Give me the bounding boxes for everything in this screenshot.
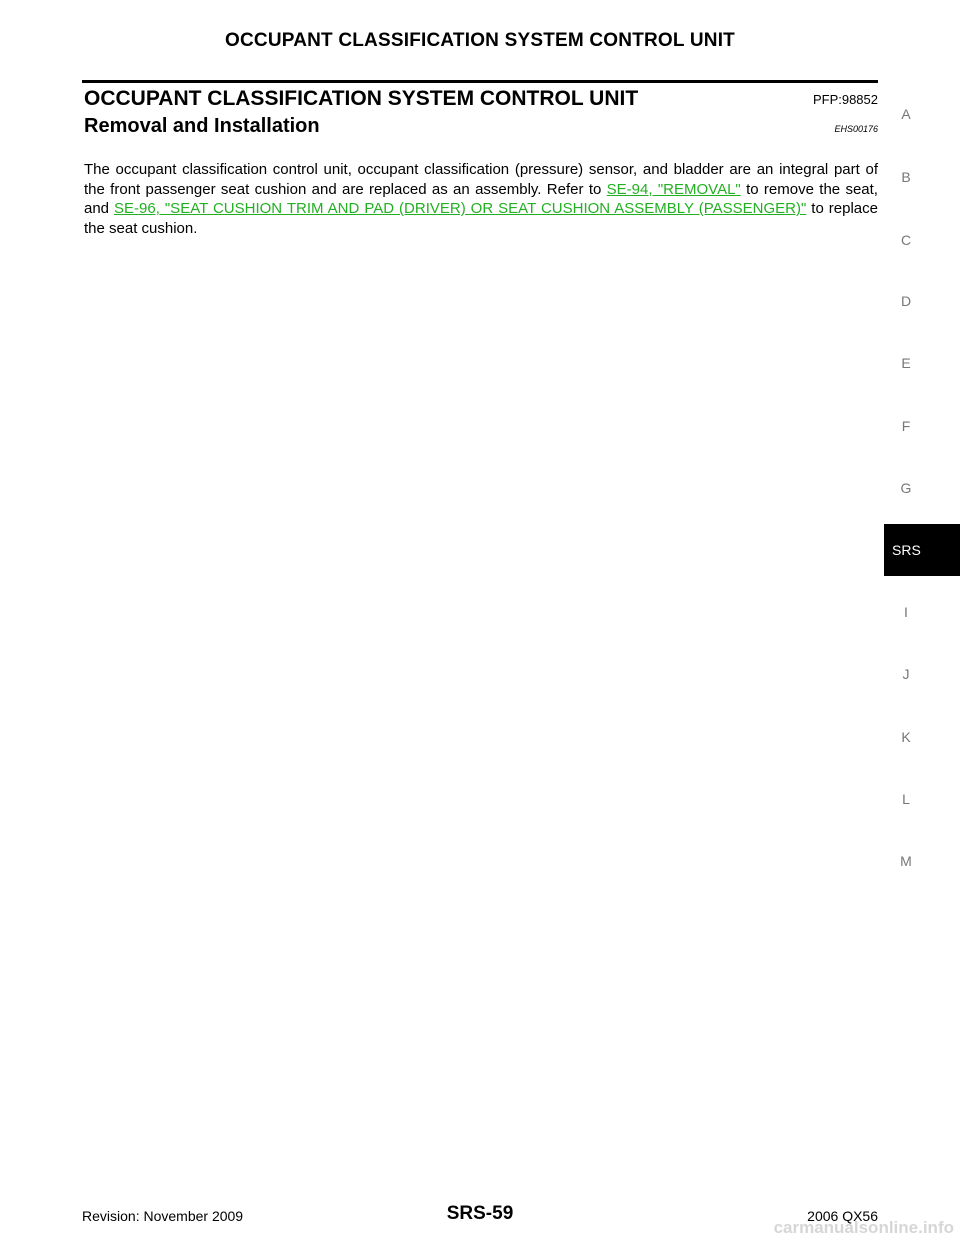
index-letter-e[interactable]: E (901, 355, 911, 371)
link-se-94-removal[interactable]: SE-94, "REMOVAL" (606, 180, 741, 198)
section-code: PFP:98852 (812, 92, 878, 107)
side-index: A B C D E F G SRS I J K L M (884, 0, 960, 1242)
index-letter-a[interactable]: A (901, 106, 911, 122)
index-letter-f[interactable]: F (901, 418, 911, 434)
running-header: OCCUPANT CLASSIFICATION SYSTEM CONTROL U… (225, 30, 735, 51)
body-text-2: to remove the seat, and (84, 180, 878, 218)
footer-model: 2006 QX56 (807, 1208, 878, 1224)
subsection-code: EHS00176 (834, 124, 878, 134)
subsection-heading: Removal and Installation EHS00176 (84, 115, 878, 141)
index-letter-d[interactable]: D (900, 293, 912, 309)
section-heading: OCCUPANT CLASSIFICATION SYSTEM CONTROL U… (84, 87, 878, 113)
body-text-3: to replace the seat cushion. (84, 200, 878, 237)
index-letter-l[interactable]: L (902, 791, 910, 807)
index-letter-m[interactable]: M (900, 853, 912, 869)
subsection-title: Removal and Installation (84, 115, 320, 137)
index-letter-k[interactable]: K (901, 729, 911, 745)
watermark: carmanualsonline.info (773, 1218, 954, 1237)
footer-revision: Revision: November 2009 (82, 1208, 244, 1224)
index-tab-srs[interactable]: SRS (884, 524, 960, 576)
index-letter-c[interactable]: C (900, 232, 912, 248)
header-rule (82, 80, 878, 83)
link-se-96-seat-cushion[interactable]: SE-96, "SEAT CUSHION TRIM AND PAD (DRIVE… (114, 200, 807, 217)
index-letter-i[interactable]: I (904, 604, 908, 620)
body-text-1: The occupant classification control unit… (84, 161, 878, 198)
footer-page-number: SRS-59 (446, 1203, 514, 1224)
index-letter-j[interactable]: J (902, 666, 910, 682)
section-title: OCCUPANT CLASSIFICATION SYSTEM CONTROL U… (84, 87, 639, 110)
index-letter-b[interactable]: B (901, 169, 911, 185)
body-paragraph: The occupant classification control unit… (84, 160, 878, 238)
index-letter-g[interactable]: G (900, 480, 912, 496)
